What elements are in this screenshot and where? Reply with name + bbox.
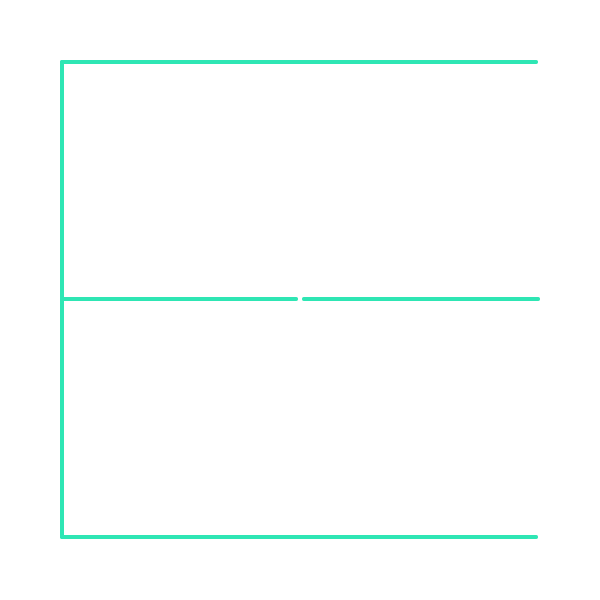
diagram-lines [60, 60, 540, 539]
